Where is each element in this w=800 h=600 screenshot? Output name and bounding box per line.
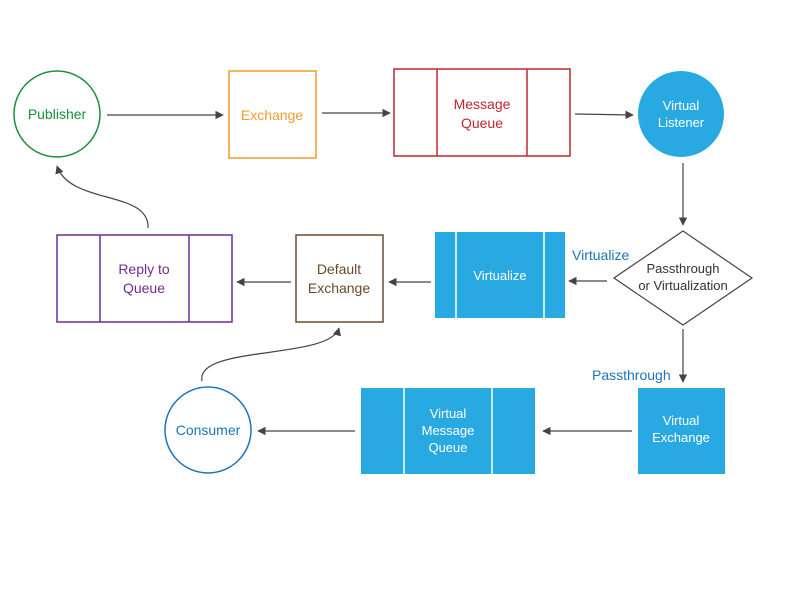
virtual-listener-label-line1: Virtual — [663, 98, 700, 113]
virtual-listener-label-line2: Listener — [658, 115, 705, 130]
publisher-node: Publisher — [13, 70, 101, 158]
consumer-label: Consumer — [176, 422, 241, 438]
virtualize-label: Virtualize — [473, 268, 526, 283]
virtual-message-queue-label-line2: Message — [422, 423, 475, 438]
publisher-label: Publisher — [28, 106, 87, 122]
virtual-message-queue-node: Virtual Message Queue — [361, 388, 535, 474]
virtualize-node: Virtualize — [435, 232, 565, 318]
edge-label-virtualize: Virtualize — [572, 247, 630, 263]
consumer-node: Consumer — [164, 386, 252, 474]
edge-label-passthrough: Passthrough — [592, 367, 671, 383]
exchange-node: Exchange — [228, 70, 317, 159]
reply-to-queue-node: Reply to Queue — [56, 234, 233, 323]
decision-label-line2: or Virtualization — [638, 278, 727, 293]
exchange-label: Exchange — [241, 107, 303, 123]
message-queue-node: Message Queue — [393, 68, 571, 157]
virtual-listener-node: Virtual Listener — [638, 71, 724, 157]
reply-to-queue-label-line1: Reply to — [118, 261, 170, 277]
message-queue-label-line1: Message — [454, 96, 511, 112]
virtual-message-queue-label-line3: Queue — [428, 440, 467, 455]
arrow-reply-queue-to-publisher — [55, 165, 149, 229]
virtual-exchange-label-line1: Virtual — [663, 413, 700, 428]
arrow-consumer-to-default-exchange — [201, 327, 341, 382]
default-exchange-label-line2: Exchange — [308, 280, 370, 296]
reply-to-queue-label-line2: Queue — [123, 280, 165, 296]
default-exchange-label-line1: Default — [317, 261, 361, 277]
message-queue-label-line2: Queue — [461, 115, 503, 131]
arrow-queue-to-listener — [574, 110, 634, 120]
virtual-exchange-node: Virtual Exchange — [638, 388, 725, 474]
default-exchange-node: Default Exchange — [295, 234, 384, 323]
virtual-exchange-label-line2: Exchange — [652, 430, 710, 445]
virtual-message-queue-label-line1: Virtual — [430, 406, 467, 421]
decision-label-line1: Passthrough — [647, 261, 720, 276]
decision-node: Passthrough or Virtualization — [612, 230, 754, 326]
